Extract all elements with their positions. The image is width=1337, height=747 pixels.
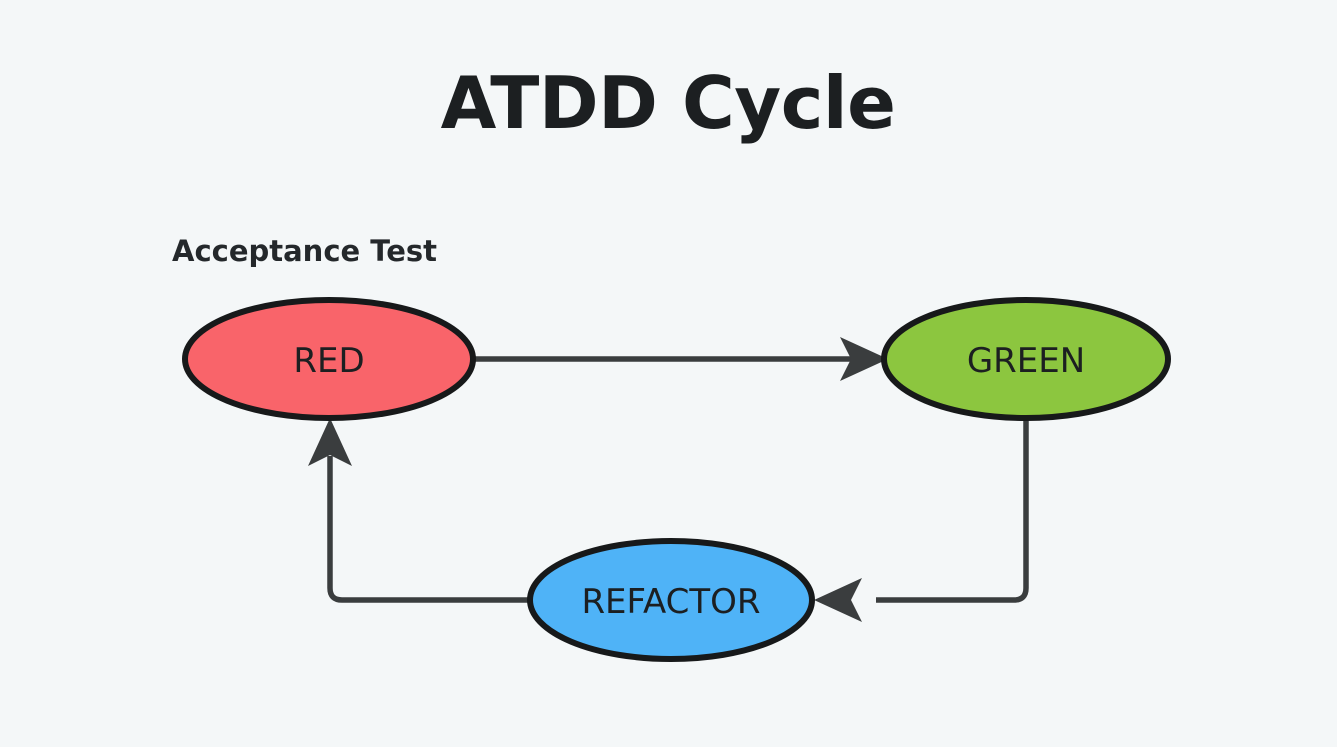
edge-green-to-refactor <box>814 418 1029 622</box>
node-refactor-label: REFACTOR <box>581 582 760 622</box>
edge-refactor-to-red-line <box>327 456 530 603</box>
edge-green-to-refactor-line <box>876 418 1029 603</box>
edge-red-to-green <box>473 337 888 381</box>
page-title: ATDD Cycle <box>441 61 896 145</box>
node-green-ellipse[interactable] <box>881 297 1171 421</box>
arrowhead-up-into-red <box>308 418 352 466</box>
node-refactor[interactable]: REFACTOR <box>527 538 815 662</box>
arrowhead-left-into-refactor <box>814 578 862 622</box>
section-label-acceptance-test: Acceptance Test <box>172 234 437 268</box>
arrowhead-right-into-green <box>840 337 888 381</box>
edge-refactor-to-red <box>308 418 530 603</box>
node-green-label: GREEN <box>967 341 1085 381</box>
node-red-ellipse[interactable] <box>182 297 476 421</box>
node-red-label: RED <box>293 341 364 381</box>
node-red[interactable]: RED <box>182 297 476 421</box>
node-refactor-ellipse[interactable] <box>527 538 815 662</box>
node-green[interactable]: GREEN <box>881 297 1171 421</box>
